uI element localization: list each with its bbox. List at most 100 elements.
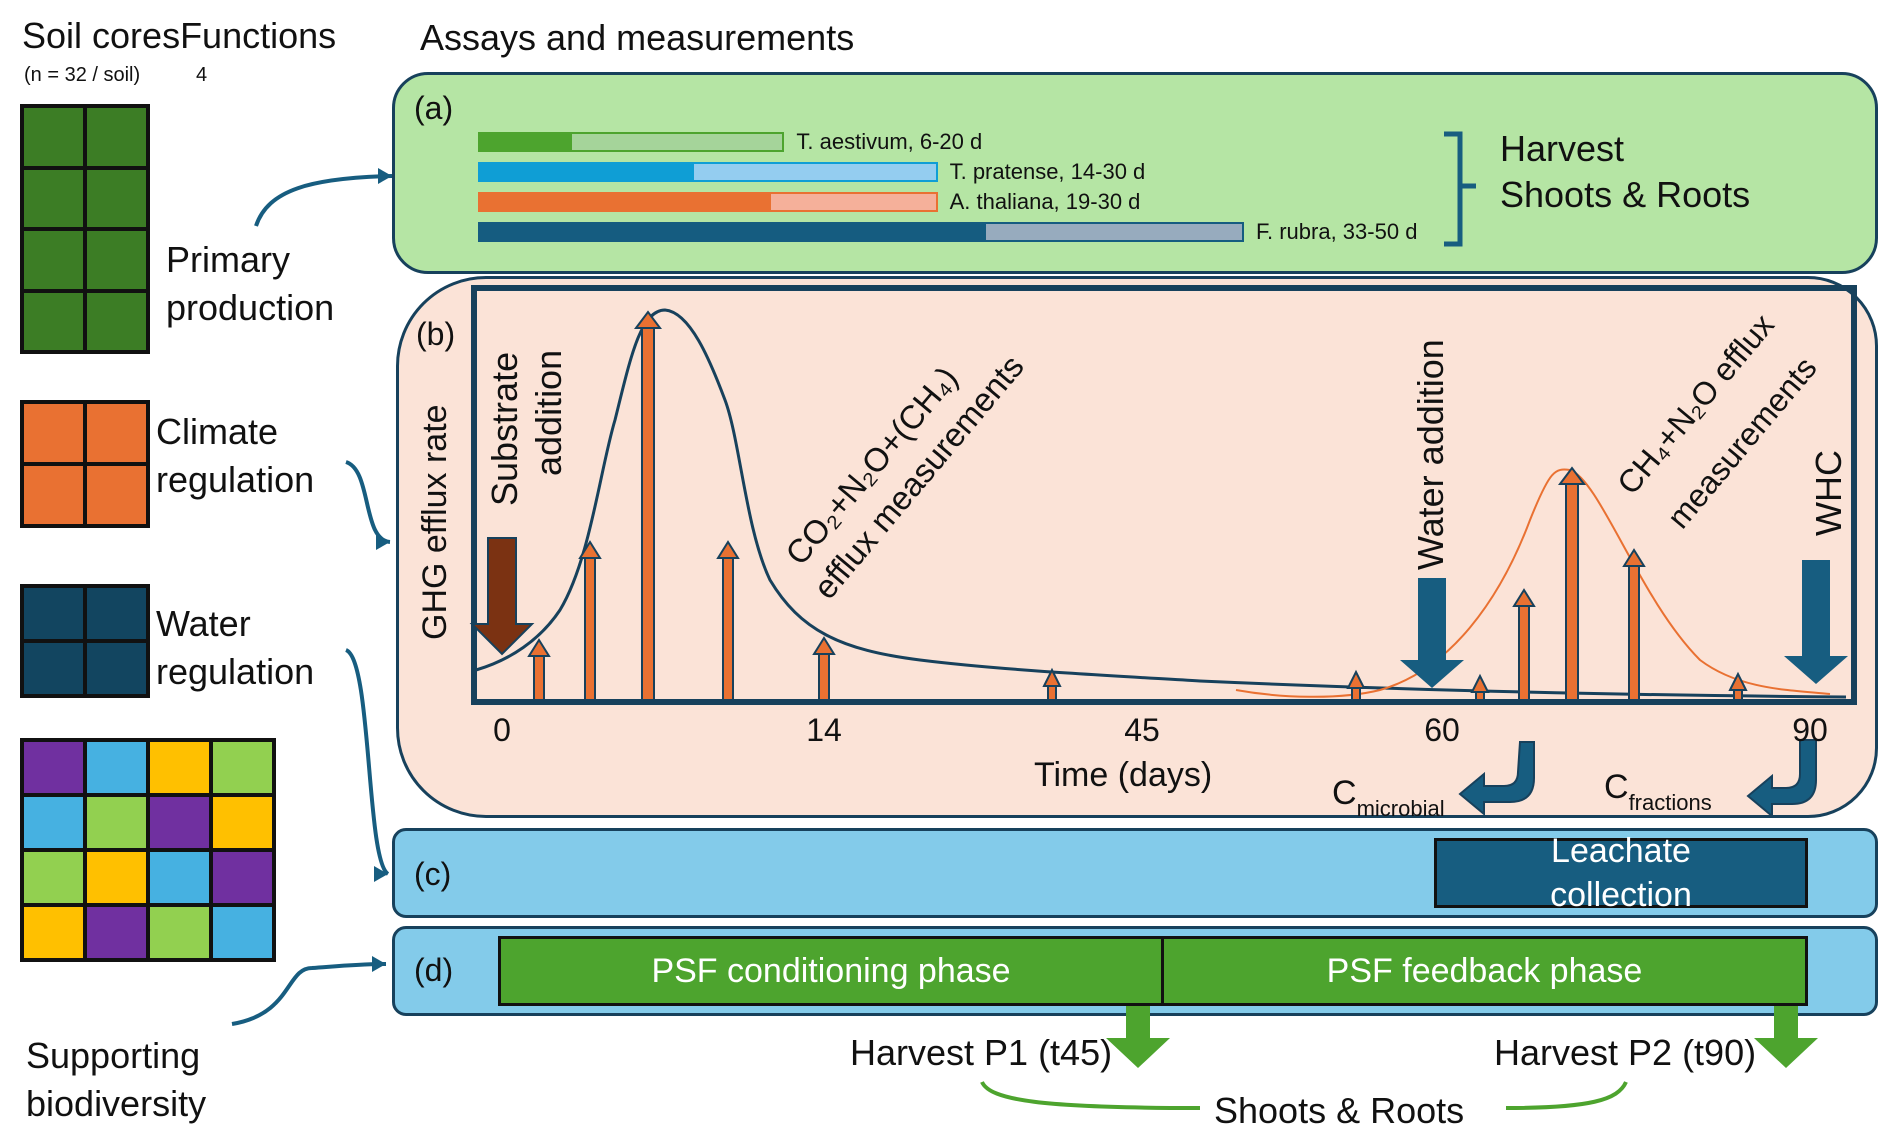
measurement-arrow-shaft: [722, 553, 734, 701]
soil-core-cell: [87, 797, 146, 848]
soil-core-cell: [24, 907, 83, 958]
measurement-arrow-head-icon: [1728, 671, 1748, 691]
soil-cores-title: Soil cores: [22, 15, 181, 56]
soil-core-cell: [24, 108, 83, 166]
co2-efflux-curve: [475, 308, 1847, 699]
panel-c-label: (c): [414, 856, 452, 892]
soil-core-cell: [24, 588, 83, 639]
label-line: Water: [156, 603, 251, 644]
connector-arrow-head-icon: [372, 956, 386, 972]
soil-core-cell: [87, 907, 146, 958]
soil-core-cell: [213, 907, 272, 958]
measurement-arrow-head-icon: [1512, 588, 1536, 607]
label-line: production: [166, 287, 335, 328]
soil-core-cell: [150, 742, 209, 793]
soil-core-cell: [24, 797, 83, 848]
soil-core-cell: [87, 742, 146, 793]
soil-core-cell: [24, 466, 83, 524]
harvest-p1-arrow-icon: [1106, 1006, 1170, 1068]
c-microbial-sub: microbial: [1356, 796, 1445, 821]
species-label: A. thaliana, 19-30 d: [949, 189, 1141, 214]
whc-label: WHC: [1808, 450, 1849, 536]
c-fractions-label: Cfractions: [1604, 768, 1712, 816]
substrate-addition-label-1: Substrate: [484, 351, 525, 506]
panel-a-label: (a): [414, 90, 454, 126]
measurement-arrow-shaft: [1628, 561, 1640, 701]
plot-frame: [471, 285, 1857, 705]
soil-core-cell: [87, 643, 146, 694]
soil-core-cell: [24, 231, 83, 289]
connector-arrow-line: [254, 174, 393, 227]
measurement-arrow-head-icon: [1622, 548, 1646, 567]
species-label: T. aestivum, 6-20 d: [796, 129, 983, 154]
function-label-primary-production: Primary production: [166, 236, 334, 332]
harvest-p1-label: Harvest P1 (t45): [850, 1032, 1113, 1073]
measurement-arrow-shaft: [533, 651, 545, 701]
functions-title: Functions: [180, 15, 337, 56]
species-label: F. rubra, 33-50 d: [1256, 219, 1418, 244]
soil-core-cell: [87, 231, 146, 289]
label-line: Supporting: [26, 1035, 201, 1076]
substrate-addition-label-2: addition: [528, 349, 569, 476]
species-establishment-fill: [480, 194, 772, 210]
panel-b-label: (b): [416, 316, 456, 352]
c-microbial-arrow-icon: [1458, 741, 1535, 817]
panel-d-label: (d): [414, 952, 454, 988]
species-establishment-fill: [480, 224, 986, 240]
soil-core-cell: [24, 292, 83, 350]
water-regulation-grid: [20, 584, 150, 698]
connector-arrow-line: [344, 648, 390, 876]
soil-core-cell: [24, 404, 83, 462]
water-addition-arrow-icon: [1400, 578, 1464, 688]
ch4-efflux-curve: [1235, 468, 1831, 698]
water-addition-label: Water addition: [1410, 339, 1451, 570]
shoots-roots-line: Shoots & Roots: [1500, 174, 1751, 215]
shoots-roots-label: Shoots & Roots: [1214, 1090, 1465, 1131]
soil-core-cell: [24, 852, 83, 903]
whc-arrow-icon: [1784, 560, 1848, 684]
measurement-arrow-head-icon: [578, 540, 602, 559]
n-label: (n = 32 / soil): [24, 64, 141, 86]
soil-core-cell: [87, 404, 146, 462]
measurement-arrow-head-icon: [1042, 667, 1062, 687]
connector-arrow-head-icon: [378, 168, 392, 184]
measurement-arrow-head-icon: [1346, 669, 1366, 689]
function-label-supporting-biodiversity: Supporting biodiversity: [26, 1032, 206, 1128]
soil-core-cell: [150, 852, 209, 903]
measurement-arrow-shaft: [818, 649, 830, 701]
leachate-collection-box: Leachate collection: [1434, 832, 1808, 914]
label-line: regulation: [156, 651, 315, 692]
measurement-arrow-shaft: [641, 323, 655, 701]
connector-arrow-head-icon: [374, 866, 388, 882]
c-fractions-sub: fractions: [1628, 790, 1712, 815]
x-tick-45: 45: [1124, 712, 1160, 748]
soil-core-cell: [87, 852, 146, 903]
climate-regulation-grid: [20, 400, 150, 528]
measurement-arrow-shaft: [1518, 601, 1530, 701]
measurement-arrow-shaft: [584, 553, 596, 701]
label-line: Climate: [156, 411, 279, 452]
connector-arrow-line: [345, 460, 391, 544]
brace-icon: [1444, 131, 1476, 247]
measurement-arrow-head-icon: [1470, 673, 1490, 693]
x-tick-60: 60: [1424, 712, 1460, 748]
soil-core-cell: [24, 742, 83, 793]
soil-core-cell: [150, 907, 209, 958]
soil-core-cell: [24, 643, 83, 694]
soil-core-cell: [87, 108, 146, 166]
soil-core-cell: [150, 797, 209, 848]
harvest-line: Harvest: [1500, 128, 1625, 169]
measurement-arrow-shaft: [1565, 479, 1579, 701]
c-fractions-arrow-icon: [1746, 739, 1817, 819]
soil-cores-header: Soil coresFunctions: [22, 18, 336, 54]
psf-feedback-phase: PSF feedback phase: [1161, 936, 1808, 1006]
soil-core-cell: [213, 797, 272, 848]
soil-core-cell: [213, 742, 272, 793]
measurement-arrow-head-icon: [634, 310, 662, 329]
function-label-water-regulation: Water regulation: [156, 600, 314, 696]
harvest-shoots-roots-label: Harvest Shoots & Roots: [1500, 126, 1750, 218]
leachate-line-2: collection: [1550, 876, 1692, 914]
label-line: biodiversity: [26, 1083, 207, 1124]
measurement-arrow-head-icon: [812, 636, 836, 655]
shoots-roots-bracket-left: [980, 1081, 1201, 1110]
